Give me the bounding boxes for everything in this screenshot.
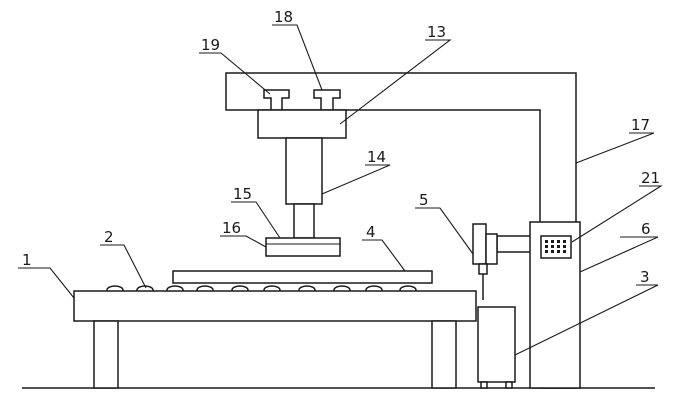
table-leg-right bbox=[431, 320, 457, 389]
ref-5: 5 bbox=[419, 191, 429, 209]
cabinet-wheel-left bbox=[480, 381, 488, 389]
leader-5 bbox=[415, 207, 474, 255]
ref-2: 2 bbox=[104, 228, 114, 246]
ref-6: 6 bbox=[641, 220, 651, 238]
leader-13 bbox=[339, 39, 452, 125]
leader-15 bbox=[231, 201, 281, 239]
ref-1: 1 bbox=[22, 251, 32, 269]
plate-4 bbox=[172, 270, 433, 284]
table-leg-left bbox=[93, 320, 119, 389]
ref-19: 19 bbox=[201, 36, 220, 54]
leader-2 bbox=[100, 244, 147, 289]
leader-18 bbox=[272, 24, 323, 91]
leader-lines bbox=[18, 24, 663, 356]
ref-15: 15 bbox=[233, 185, 252, 203]
press-head-16 bbox=[265, 237, 341, 257]
tool-holder-5 bbox=[472, 223, 487, 265]
ref-14: 14 bbox=[367, 148, 386, 166]
ref-21: 21 bbox=[641, 169, 660, 187]
leader-6 bbox=[579, 236, 659, 273]
panel-buttons bbox=[545, 240, 566, 253]
ref-4: 4 bbox=[366, 223, 376, 241]
tool-bracket bbox=[485, 233, 498, 265]
ref-16: 16 bbox=[222, 219, 241, 237]
ref-3: 3 bbox=[640, 268, 650, 286]
leader-21 bbox=[571, 185, 663, 243]
ref-13: 13 bbox=[427, 23, 446, 41]
reference-numerals: 1 2 3 4 5 6 13 14 15 16 17 18 19 21 bbox=[22, 8, 660, 286]
carriage-block-13 bbox=[257, 109, 347, 139]
ref-18: 18 bbox=[274, 8, 293, 26]
leader-14 bbox=[321, 164, 391, 195]
leader-3 bbox=[514, 284, 659, 356]
cabinet-wheel-right bbox=[505, 381, 513, 389]
table-top-1 bbox=[73, 290, 477, 322]
cylinder-14 bbox=[285, 137, 323, 205]
leader-16 bbox=[220, 235, 267, 248]
leader-19 bbox=[199, 52, 271, 95]
leader-4 bbox=[362, 239, 406, 272]
leader-17 bbox=[575, 132, 655, 164]
ref-17: 17 bbox=[631, 116, 650, 134]
leader-1 bbox=[18, 267, 75, 299]
tool-nozzle bbox=[478, 263, 488, 275]
piston-rod bbox=[293, 203, 315, 239]
cabinet-3 bbox=[477, 306, 516, 383]
